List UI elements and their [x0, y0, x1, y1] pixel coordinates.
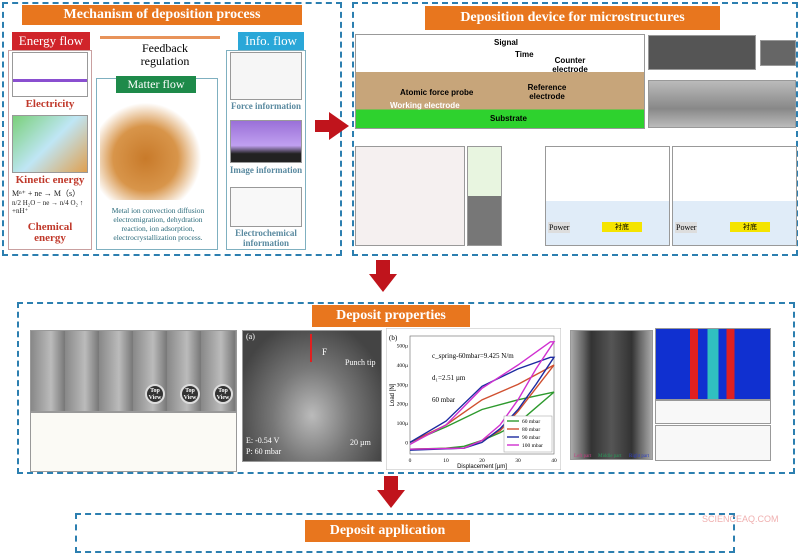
application-title: Deposit application	[305, 520, 470, 542]
pressure-label: P: 60 mbar	[246, 447, 282, 456]
chemical-label: Chemical energy	[27, 221, 73, 244]
device-panel	[352, 2, 798, 256]
middle-part-label: Middle part	[598, 454, 622, 459]
arrow-right	[315, 120, 329, 132]
compression-sem	[242, 330, 382, 462]
legend-entry: 100 mbar	[522, 443, 543, 449]
afm-probe-label: Atomic force probe	[400, 88, 474, 97]
watermark: SCIENCEAQ.COM	[702, 514, 779, 524]
y-axis-label: Load [N]	[390, 383, 396, 406]
x-tick-label: 0	[409, 458, 412, 464]
plot-frame	[409, 335, 555, 455]
feedback-arrow	[100, 36, 220, 39]
kinetic-label: Kinetic energy	[15, 174, 85, 186]
annotation-displacement: d₁=2.51 µm	[432, 374, 466, 382]
left-part-label: Left part	[574, 454, 592, 459]
counter-electrode-label: Counter electrode	[552, 56, 588, 74]
mechanism-title: Mechanism of deposition process	[22, 5, 302, 25]
load-displacement-chart: (b) 0 10 20 30 40 0 100µ 200µ 300µ 400µ 500µDisplac…	[386, 328, 561, 470]
power-label-1: Power	[548, 222, 571, 233]
legend-entry: 90 mbar	[522, 435, 540, 441]
substrate-label: Substrate	[490, 114, 527, 123]
y-tick-label: 0	[405, 440, 408, 446]
legend-entry: 60 mbar	[522, 419, 540, 425]
coil-sem-grid	[30, 330, 237, 412]
electricity-image	[12, 52, 88, 97]
cantilever-sem-image	[648, 35, 756, 70]
series-line-90-mbar	[409, 356, 556, 451]
equation-2: n/2 H₂O − ne → n/4 O₂ ↑ +nH⁺	[12, 199, 84, 215]
x-tick-label: 10	[443, 458, 449, 464]
time-label: Time	[515, 50, 534, 59]
device-schematic	[355, 34, 645, 129]
y-tick-label: 500µ	[397, 344, 408, 350]
right-part-label: Right part	[629, 454, 650, 459]
punch-tip-label: Punch tip	[345, 358, 376, 367]
properties-title: Deposit properties	[312, 305, 470, 327]
electrochem-plot-image	[230, 187, 302, 227]
top-view-label-1: Top View	[145, 384, 165, 404]
y-tick-label: 100µ	[397, 421, 408, 427]
matter-flow-label: Matter flow	[116, 76, 196, 93]
series-line-60-mbar	[409, 391, 555, 450]
device-title: Deposition device for microstructures	[425, 6, 720, 30]
power-label-2: Power	[675, 222, 698, 233]
tip-sem-image	[760, 40, 796, 66]
properties-panel	[17, 302, 795, 474]
panel-label: (b)	[389, 334, 398, 342]
substrate-cn-1: 衬底	[602, 222, 642, 232]
sem-a-label: (a)	[246, 332, 255, 341]
scale-label: 20 µm	[350, 438, 371, 447]
x-axis-label: Displacement [µm]	[457, 464, 507, 470]
y-tick-label: 400µ	[397, 363, 408, 369]
signal-time-plot	[355, 146, 465, 246]
image-info-label: Image information	[229, 165, 303, 175]
potential-label: E: -0.54 V	[246, 436, 280, 445]
arrow-down-1	[376, 260, 390, 274]
electrochem-info-label: Electrochemical information	[235, 228, 297, 248]
signal-label: Signal	[494, 38, 519, 47]
deposit-sem-image	[648, 80, 796, 128]
force-arrow	[310, 334, 312, 362]
kinetic-image	[12, 115, 88, 173]
electricity-label: Electricity	[25, 98, 75, 110]
arrow-down-2-head	[377, 490, 405, 508]
image-info-image	[230, 120, 302, 163]
top-view-label-2: Top View	[180, 384, 200, 404]
height-map	[655, 328, 771, 400]
annotation-spring-constant: c_spring-60mbar=9.425 N/m	[432, 352, 514, 360]
voxel-time-plot	[30, 412, 237, 472]
x-tick-label: 40	[551, 458, 557, 464]
spiral-images	[467, 146, 502, 246]
matter-description: Metal ion convection diffusion electromi…	[111, 206, 205, 242]
grating-sem	[570, 330, 653, 460]
y-tick-label: 300µ	[397, 382, 408, 388]
arrow-right-head	[329, 112, 349, 140]
reference-electrode-label: Reference electrode	[527, 83, 567, 101]
info-flow-label: Info. flow	[238, 32, 304, 50]
working-electrode-label: Working electrode	[390, 101, 460, 110]
force-plot-image	[230, 52, 302, 100]
arrow-down-1-head	[369, 274, 397, 292]
top-view-label-3: Top View	[213, 384, 233, 404]
energy-flow-label: Energy flow	[12, 32, 90, 50]
series-line-100-mbar	[409, 341, 556, 450]
y-tick-label: 200µ	[397, 402, 408, 408]
lattice-image	[100, 96, 214, 200]
x-tick-label: 30	[515, 458, 521, 464]
reflectance-plot	[655, 425, 771, 461]
annotation-pressure: 60 mbar	[432, 396, 456, 404]
legend-entry: 80 mbar	[522, 427, 540, 433]
substrate-cn-2: 衬底	[730, 222, 770, 232]
equation-1: Mⁿ⁺ + ne → M（s）	[12, 189, 81, 198]
arrow-down-2	[384, 476, 398, 490]
feedback-label: Feedback regulation	[140, 41, 190, 68]
profile-plot	[655, 400, 771, 424]
force-label: F	[322, 347, 328, 357]
legend-box	[503, 415, 553, 453]
force-info-label: Force information	[230, 101, 302, 111]
x-tick-label: 20	[479, 458, 485, 464]
